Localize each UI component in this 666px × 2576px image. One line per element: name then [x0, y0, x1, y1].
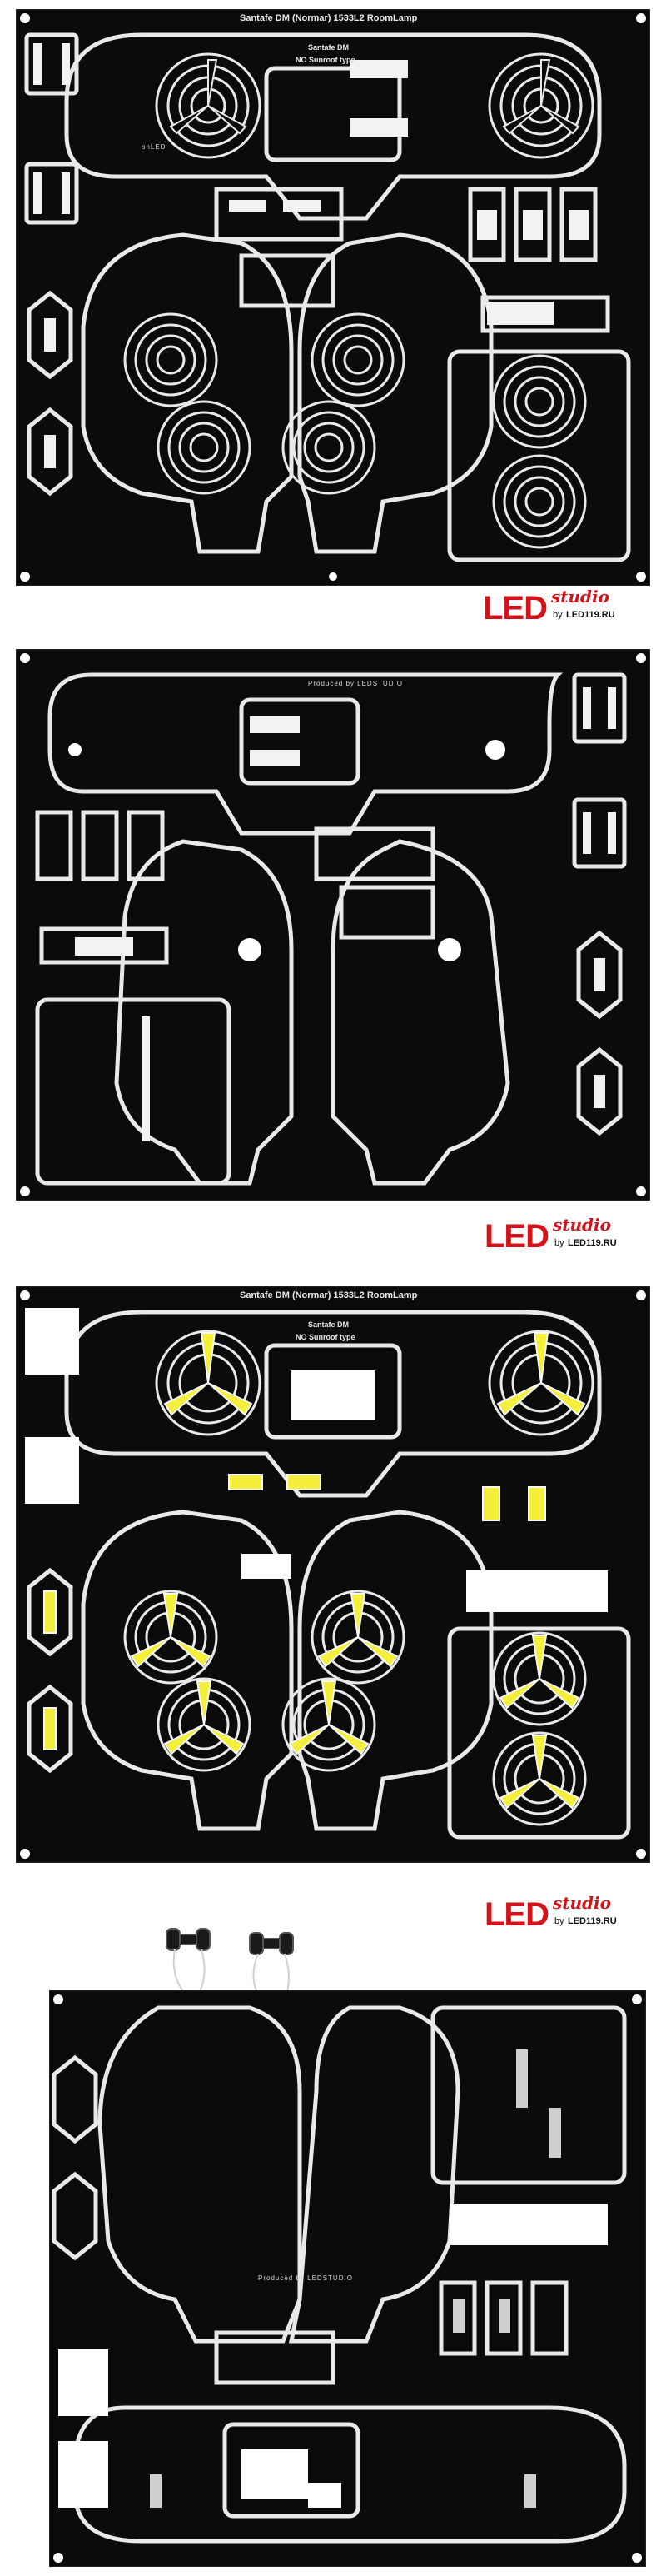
logo-site-text: LED119.RU — [566, 610, 615, 620]
brand-mark: onLED — [142, 143, 166, 151]
board-title: Santafe DM (Normar) 1533L2 RoomLamp — [240, 13, 418, 23]
pcb-artwork-2 — [20, 653, 646, 1196]
ledstudio-logo-2: LED studio by LED119.RU — [485, 1216, 628, 1256]
board-subtitle-type: NO Sunroof type — [296, 1333, 355, 1341]
board-subtitle-model: Santafe DM — [308, 43, 350, 52]
pcb-artwork-4 — [52, 1994, 642, 2563]
logo-studio-text: studio — [551, 587, 609, 607]
logo-led-text: LED — [483, 590, 548, 627]
logo-led-text: LED — [485, 1896, 549, 1933]
ledstudio-logo-1: LED studio by LED119.RU — [483, 588, 626, 628]
ledstudio-logo-3: LED studio by LED119.RU — [485, 1895, 628, 1934]
board-subtitle-type: NO Sunroof type — [296, 56, 355, 64]
pcb-board-3: Santafe DM (Normar) 1533L2 RoomLamp Sant… — [17, 1287, 649, 1862]
photo-panel-3: Santafe DM (Normar) 1533L2 RoomLamp Sant… — [0, 1275, 666, 1891]
logo-by-text: by — [553, 610, 563, 620]
produced-by-label: Produced by LEDSTUDIO — [258, 2274, 353, 2282]
logo-studio-text: studio — [553, 1893, 611, 1913]
pcb-board-1: Santafe DM (Normar) 1533L2 RoomLamp Sant… — [17, 10, 649, 585]
pcb-board-2: Produced by LEDSTUDIO — [17, 650, 649, 1200]
pcb-artwork-1 — [20, 13, 646, 582]
produced-by-label: Produced by LEDSTUDIO — [308, 680, 403, 687]
pcb-artwork-3 — [20, 1290, 646, 1859]
logo-led-text: LED — [485, 1218, 549, 1255]
logo-site-text: LED119.RU — [568, 1916, 617, 1926]
photo-panel-4: LED studio by LED119.RU — [0, 1891, 666, 2576]
board-title: Santafe DM (Normar) 1533L2 RoomLamp — [240, 1290, 418, 1300]
photo-panel-2: Produced by LEDSTUDIO LED studio by LED1… — [0, 642, 666, 1275]
festoon-bulbs — [166, 1928, 294, 1991]
logo-by-text: by — [554, 1238, 564, 1248]
logo-studio-text: studio — [553, 1215, 611, 1235]
pcb-board-4: Produced by LEDSTUDIO — [50, 1991, 645, 2566]
logo-site-text: LED119.RU — [568, 1238, 617, 1248]
photo-panel-1: Santafe DM (Normar) 1533L2 RoomLamp Sant… — [0, 0, 666, 633]
logo-by-text: by — [554, 1916, 564, 1926]
board-subtitle-model: Santafe DM — [308, 1320, 350, 1329]
